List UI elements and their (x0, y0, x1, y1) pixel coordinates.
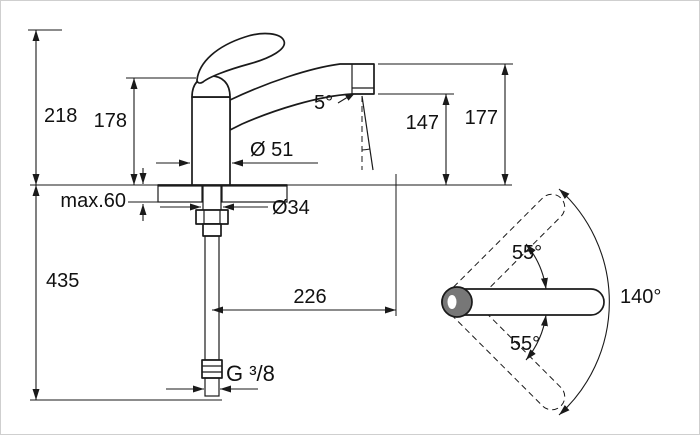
label-55-upper: 55° (512, 242, 542, 264)
dim-label-dia34: Ø34 (272, 197, 310, 219)
arc-55-lower (525, 314, 548, 361)
label-55-lower: 55° (510, 333, 540, 355)
spout (229, 63, 375, 131)
dim-label-thread: G ³/8 (226, 361, 275, 386)
dimension-lines (32, 30, 509, 400)
arc-55-upper (525, 243, 548, 290)
faucet (191, 32, 375, 186)
faucet-body (191, 96, 231, 186)
dim-label-218: 218 (44, 105, 77, 127)
dim-label-dia51: Ø 51 (250, 139, 293, 161)
spout-base-highlight (447, 295, 457, 309)
arc-140-total (558, 188, 610, 416)
top-view: 55° 55° 140° (441, 188, 661, 416)
thread-stub (204, 377, 220, 397)
dim-label-435: 435 (46, 270, 79, 292)
dim-label-177: 177 (465, 107, 498, 129)
extension-lines (28, 29, 513, 401)
dim-label-178: 178 (94, 110, 127, 132)
swivel-arcs (525, 188, 610, 416)
dim-label-147: 147 (406, 112, 439, 134)
hose-fitting (201, 359, 223, 379)
lever-handle (196, 32, 286, 84)
dim-label-max60: max.60 (60, 190, 126, 212)
angle-arc-5deg (361, 148, 371, 151)
water-stream (361, 95, 374, 171)
dim-label-5deg: 5° (314, 92, 333, 114)
spout-base-top-view (441, 286, 473, 318)
label-140-total: 140° (620, 286, 661, 308)
side-view: 218 178 max.60 435 Ø 51 Ø34 5° 147 177 2… (28, 29, 513, 401)
dim-label-226: 226 (293, 286, 326, 308)
handle-top-view (441, 286, 605, 318)
